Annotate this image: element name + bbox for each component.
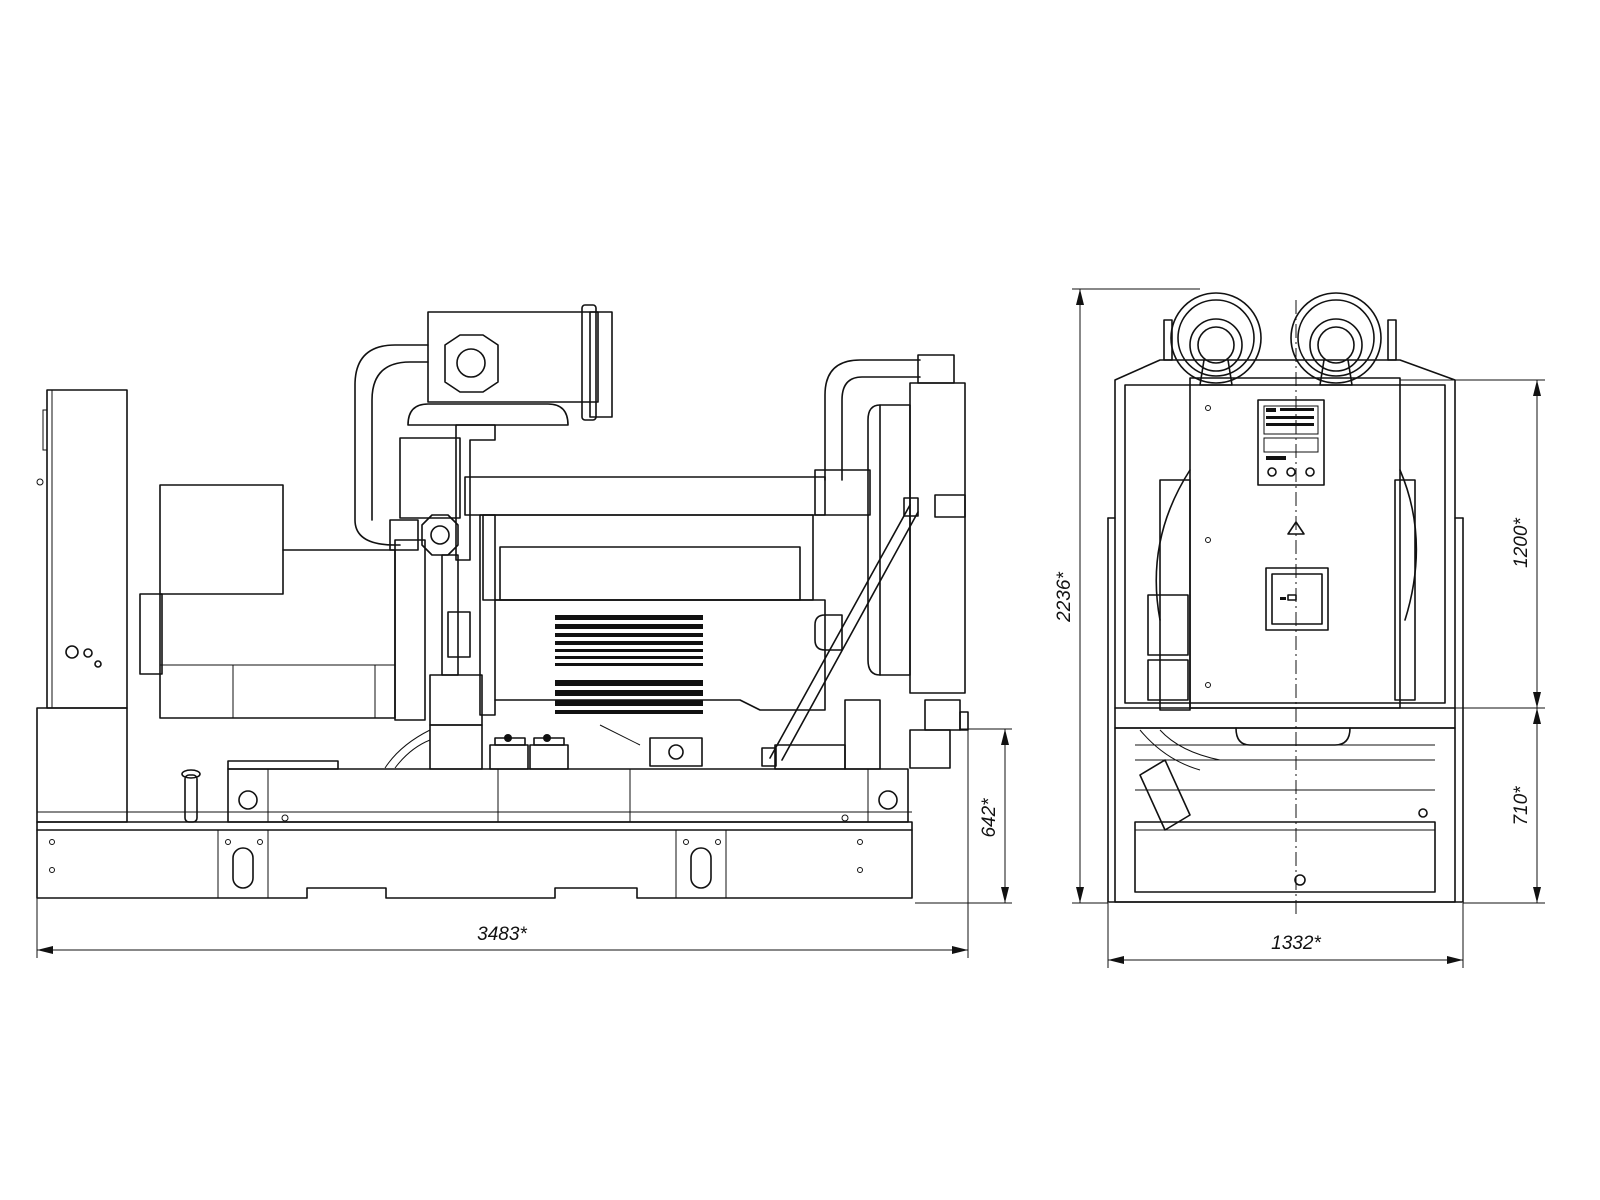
side-drain-pipe	[181, 769, 201, 823]
dim-front-width: 1332*	[1271, 933, 1321, 954]
side-batteries	[489, 734, 846, 770]
front-alternator-outline	[1147, 469, 1418, 711]
dim-side-frame-height: 642*	[979, 798, 1000, 838]
side-skid-rails	[227, 760, 909, 823]
side-control-cabinet	[36, 389, 128, 823]
side-air-filter	[354, 304, 613, 551]
side-radiator	[814, 354, 969, 770]
side-support-strut	[761, 497, 919, 767]
front-view	[1107, 292, 1464, 903]
dimension-lines	[36, 288, 1545, 968]
dim-front-lower-height: 710*	[1511, 786, 1532, 826]
dim-front-upper-height: 1200*	[1511, 518, 1532, 568]
front-control-panel	[1189, 377, 1401, 709]
side-base-frame	[36, 811, 913, 899]
side-wiring	[384, 724, 641, 769]
front-frame	[1107, 359, 1464, 903]
side-engine	[399, 424, 871, 770]
side-view	[36, 304, 969, 899]
front-lower-components	[1139, 729, 1428, 831]
side-alternator	[139, 484, 426, 721]
dim-front-total-height: 2236*	[1054, 572, 1075, 623]
side-data-plate	[555, 615, 703, 714]
dim-side-length: 3483*	[477, 924, 527, 945]
front-air-filters	[1163, 292, 1397, 386]
